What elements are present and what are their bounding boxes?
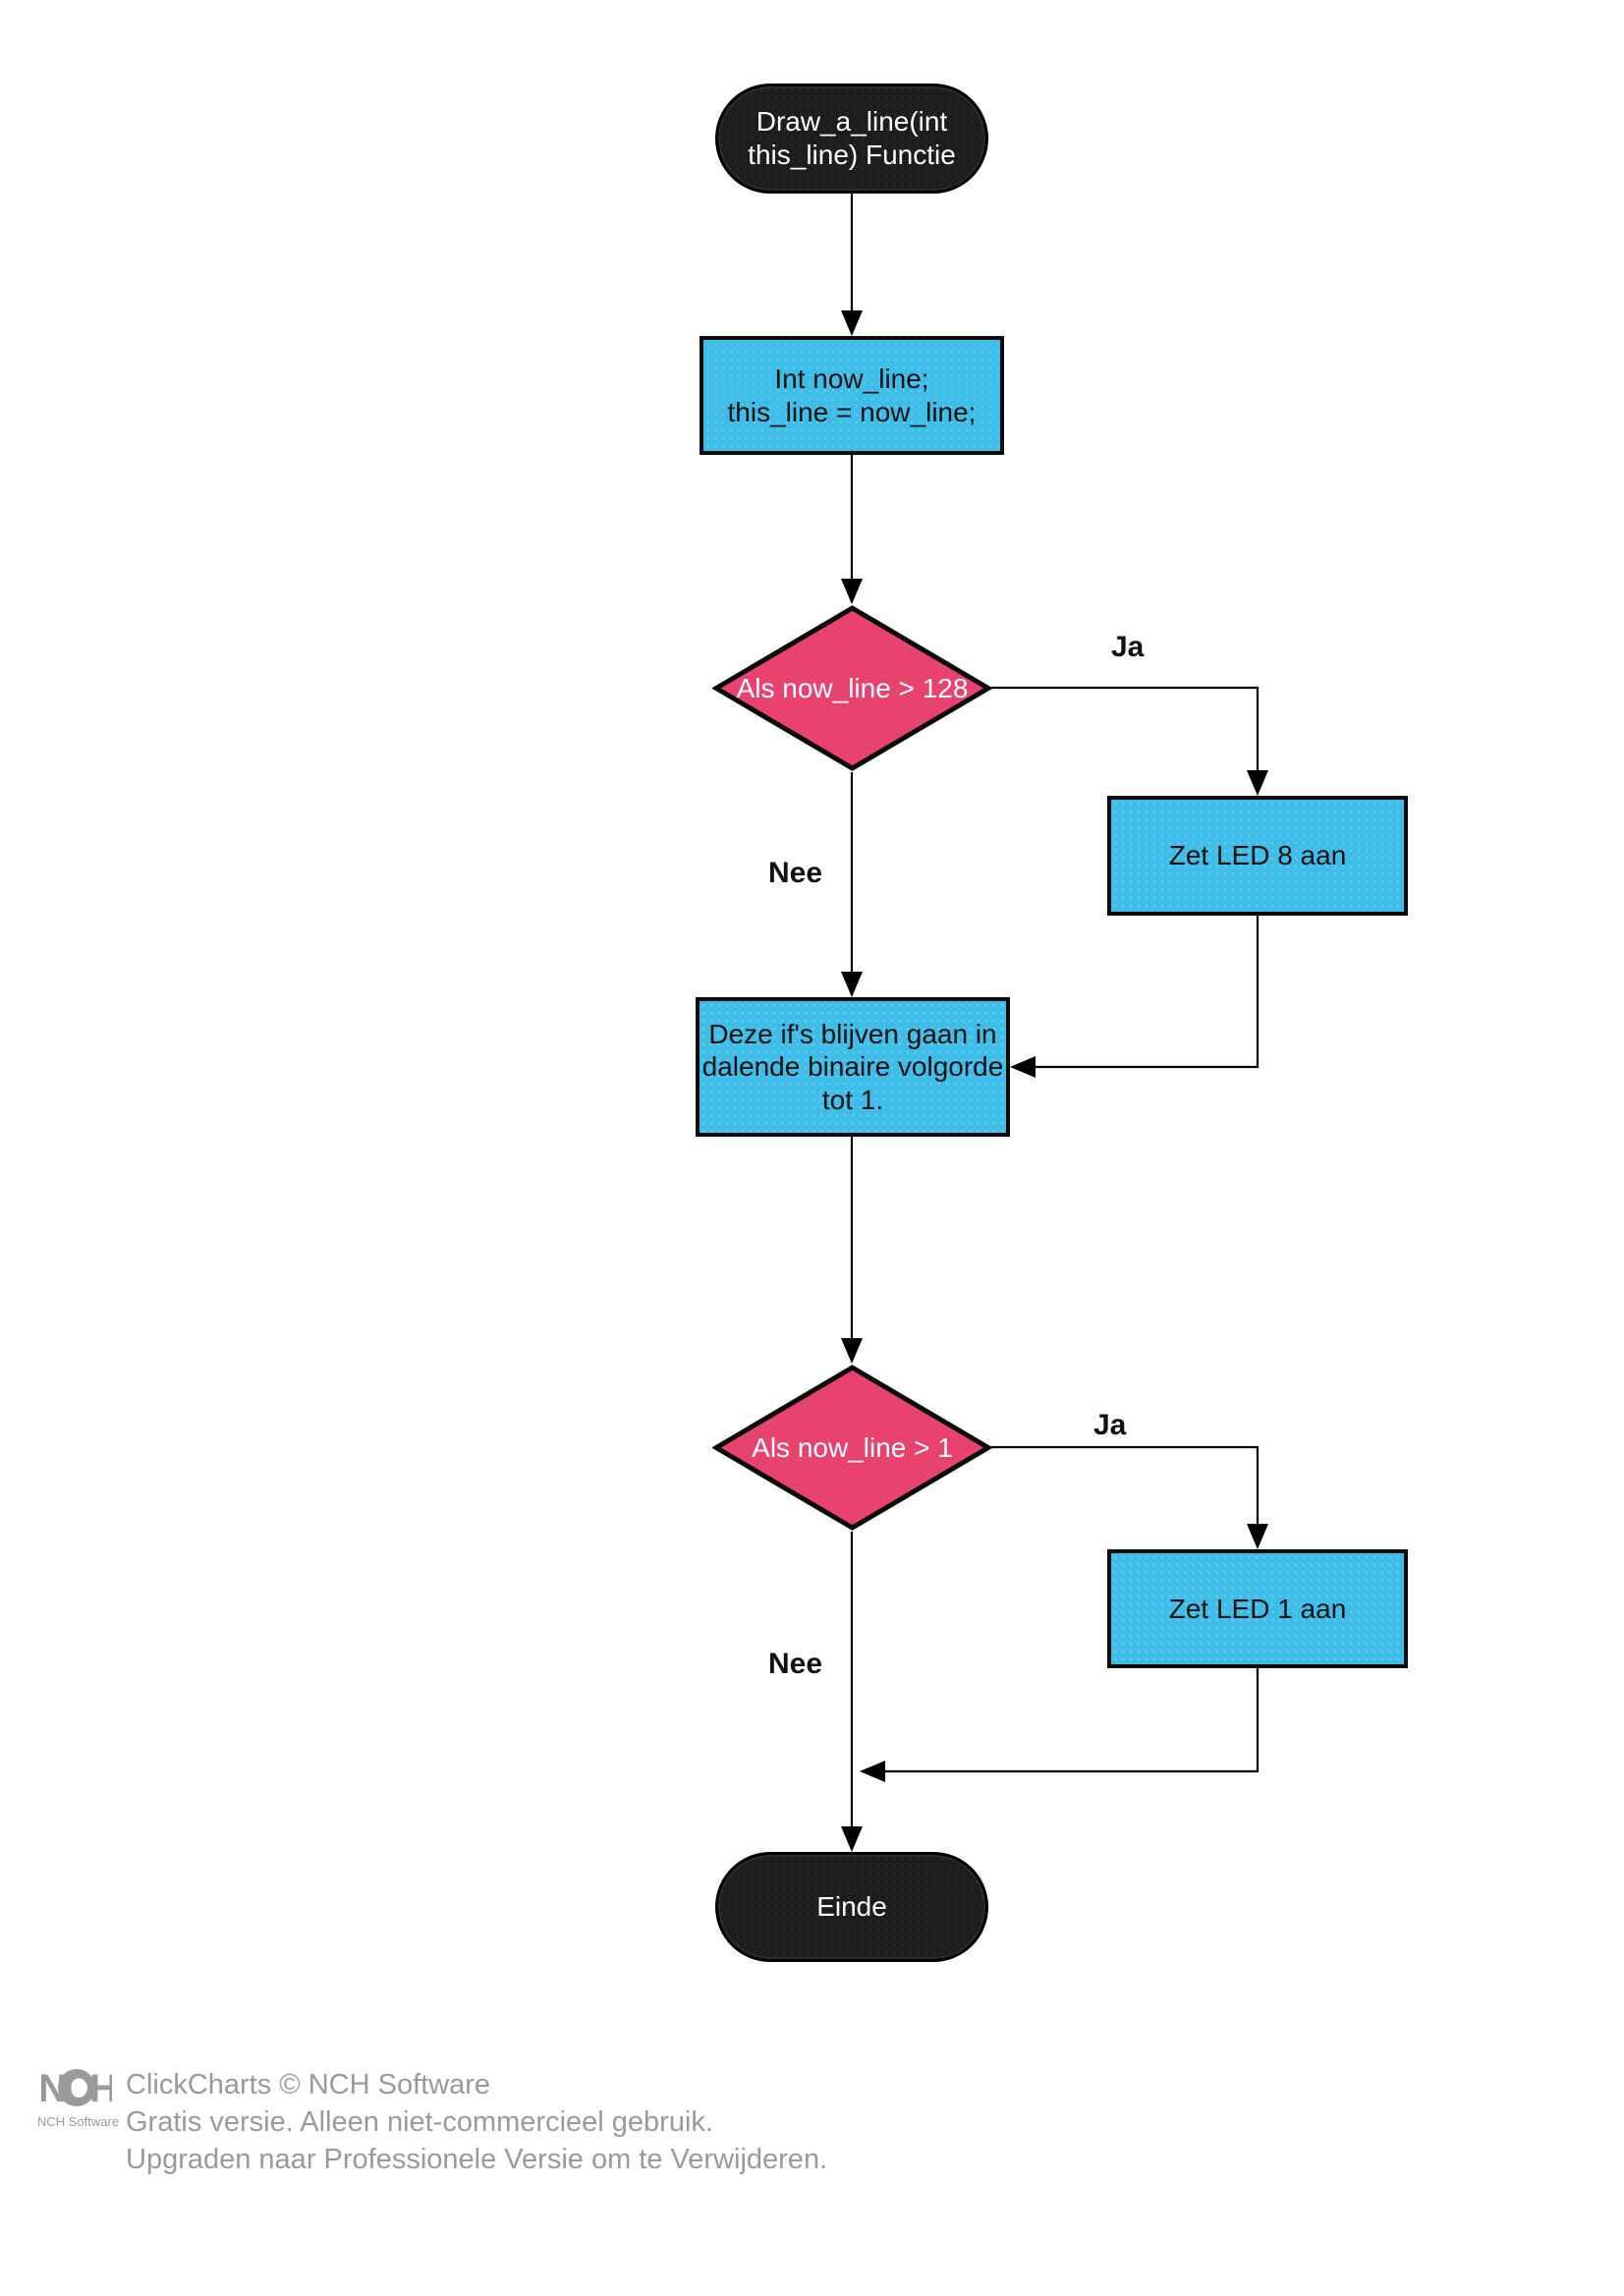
node-end-label: Einde bbox=[816, 1891, 887, 1923]
node-start-terminator[interactable]: Draw_a_line(int this_line) Functie bbox=[715, 84, 988, 194]
node-decision-1[interactable]: Als now_line > 1 bbox=[712, 1364, 992, 1532]
edge-label-nee-128[interactable]: Nee bbox=[768, 857, 823, 889]
node-start-label: Draw_a_line(int this_line) Functie bbox=[748, 106, 956, 170]
connector-decision1-led1[interactable] bbox=[991, 1445, 1268, 1549]
node-init-process[interactable]: Int now_line; this_line = now_line; bbox=[700, 336, 1004, 455]
connector-decision1-end[interactable] bbox=[841, 1532, 863, 1852]
connector-decision128-led8[interactable] bbox=[991, 686, 1268, 796]
connector-start-init[interactable] bbox=[841, 194, 863, 336]
node-decision-128[interactable]: Als now_line > 128 bbox=[712, 604, 992, 772]
connector-init-decision128[interactable] bbox=[841, 455, 863, 604]
node-decision-128-label: Als now_line > 128 bbox=[736, 672, 969, 703]
decision-diamond-shape bbox=[712, 1365, 992, 1531]
edge-label-nee-1[interactable]: Nee bbox=[768, 1648, 823, 1680]
nch-logo-text: NCH bbox=[41, 2067, 112, 2110]
watermark-line-1: ClickCharts © NCH Software bbox=[126, 2069, 491, 2100]
watermark-text: ClickCharts © NCH Software Gratis versie… bbox=[126, 2066, 827, 2178]
node-decision-1-label: Als now_line > 1 bbox=[752, 1431, 953, 1463]
node-led8-process[interactable]: Zet LED 8 aan bbox=[1107, 796, 1408, 916]
nch-logo-icon: NCH bbox=[38, 2067, 119, 2110]
connector-note-decision1[interactable] bbox=[841, 1137, 863, 1364]
watermark-line-2: Gratis versie. Alleen niet-commercieel g… bbox=[126, 2106, 713, 2138]
edge-label-ja-128[interactable]: Ja bbox=[1111, 631, 1145, 663]
connector-led8-note[interactable] bbox=[1010, 916, 1260, 1078]
node-led1-process[interactable]: Zet LED 1 aan bbox=[1107, 1549, 1408, 1668]
watermark: NCH NCH Software ClickCharts © NCH Softw… bbox=[37, 2066, 827, 2178]
node-led8-label: Zet LED 8 aan bbox=[1168, 840, 1347, 871]
node-init-label: Int now_line; this_line = now_line; bbox=[727, 363, 977, 427]
nch-logo-caption: NCH Software bbox=[37, 2114, 120, 2129]
node-led1-label: Zet LED 1 aan bbox=[1168, 1593, 1347, 1624]
node-note-process[interactable]: Deze if's blijven gaan in dalende binair… bbox=[696, 997, 1010, 1137]
node-note-label: Deze if's blijven gaan in dalende binair… bbox=[701, 1018, 1004, 1115]
node-end-terminator[interactable]: Einde bbox=[715, 1852, 988, 1962]
watermark-line-3: Upgraden naar Professionele Versie om te… bbox=[126, 2144, 828, 2175]
connector-led1-join[interactable] bbox=[860, 1668, 1260, 1782]
edge-label-ja-1[interactable]: Ja bbox=[1093, 1409, 1127, 1441]
connector-decision128-note[interactable] bbox=[841, 772, 863, 997]
decision-diamond-shape bbox=[712, 605, 992, 771]
nch-logo: NCH NCH Software bbox=[37, 2066, 120, 2129]
